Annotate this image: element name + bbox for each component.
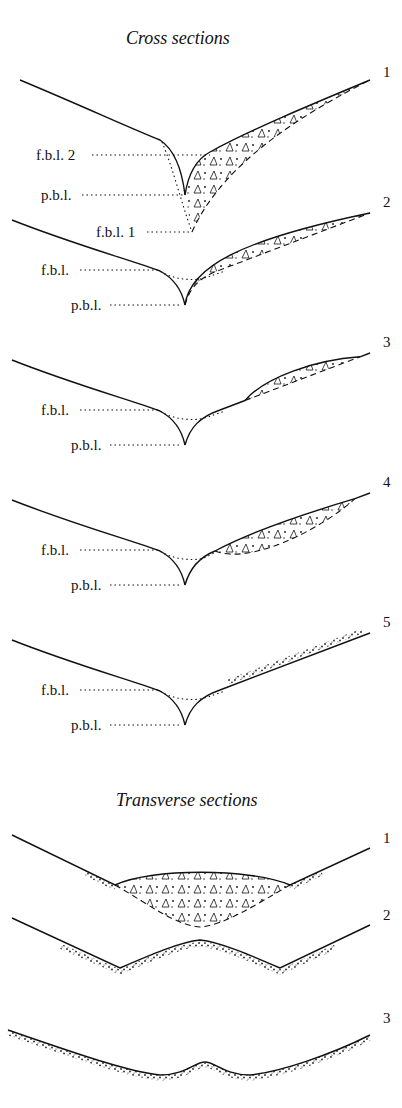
valley-side — [12, 360, 185, 445]
level-label: f.b.l. — [40, 403, 70, 418]
level-label: p.b.l. — [70, 578, 102, 593]
section-number: 4 — [382, 475, 392, 490]
fill-surface — [185, 80, 370, 195]
section-number: 3 — [382, 335, 392, 350]
level-line — [147, 231, 190, 232]
buried-rock — [115, 885, 290, 927]
thin-fill — [85, 873, 115, 888]
valley-side — [185, 401, 245, 446]
buried-rock — [215, 499, 355, 554]
buried-rock — [192, 80, 370, 232]
valley-fill — [115, 872, 290, 927]
transverse-section — [12, 835, 370, 927]
level-label: f.b.l. — [40, 683, 70, 698]
level-line — [110, 584, 182, 585]
level-line — [80, 550, 215, 560]
cross-section — [12, 353, 370, 445]
valley-side — [355, 493, 370, 499]
level-line — [92, 154, 210, 155]
valley-side — [20, 80, 185, 195]
valley-side — [360, 353, 370, 357]
level-line — [80, 270, 225, 280]
valley-fill — [215, 499, 355, 554]
valley-fill — [185, 80, 370, 232]
thin-fill — [290, 873, 322, 888]
level-label: p.b.l. — [70, 718, 102, 733]
transverse-section — [8, 1030, 370, 1078]
cross-section — [20, 80, 370, 232]
valley-fill — [185, 213, 370, 305]
valley-side — [12, 500, 185, 585]
valley-side — [185, 551, 215, 585]
level-line — [110, 444, 182, 445]
thin-fill — [228, 631, 362, 682]
section-number: 1 — [382, 831, 392, 846]
valley-side — [12, 918, 370, 968]
valley-fill — [245, 357, 360, 401]
buried-rock — [245, 357, 360, 401]
valley-side — [8, 1030, 370, 1075]
section-number: 1 — [382, 65, 392, 80]
level-line — [80, 690, 225, 700]
level-line — [110, 724, 182, 725]
fill-surface — [185, 213, 370, 305]
level-label: f.b.l. — [40, 543, 70, 558]
fill-surface — [215, 499, 355, 551]
section-number: 3 — [382, 1011, 392, 1026]
cross-section — [12, 213, 370, 305]
level-line — [80, 410, 225, 420]
thin-fill — [8, 1033, 370, 1078]
buried-rock — [185, 213, 370, 305]
section-number: 2 — [382, 908, 392, 923]
heading: Cross sections — [125, 29, 231, 47]
level-label: p.b.l. — [40, 188, 72, 203]
level-line — [82, 194, 183, 195]
heading: Transverse sections — [115, 791, 259, 809]
valley-side — [12, 835, 370, 885]
valley-side — [185, 633, 370, 725]
cross-section — [12, 631, 370, 725]
transverse-section — [12, 918, 370, 972]
level-line — [110, 304, 182, 305]
valley-side — [12, 640, 185, 725]
level-label: f.b.l. 1 — [95, 225, 136, 240]
level-label: f.b.l. — [40, 263, 70, 278]
cross-section — [12, 493, 370, 585]
section-number: 5 — [382, 615, 392, 630]
level-label: f.b.l. 2 — [35, 148, 76, 163]
section-number: 2 — [382, 195, 392, 210]
fill-surface — [245, 357, 360, 401]
level-label: p.b.l. — [70, 298, 102, 313]
level-label: p.b.l. — [70, 438, 102, 453]
valley-side — [12, 220, 185, 305]
thin-fill — [60, 944, 335, 972]
